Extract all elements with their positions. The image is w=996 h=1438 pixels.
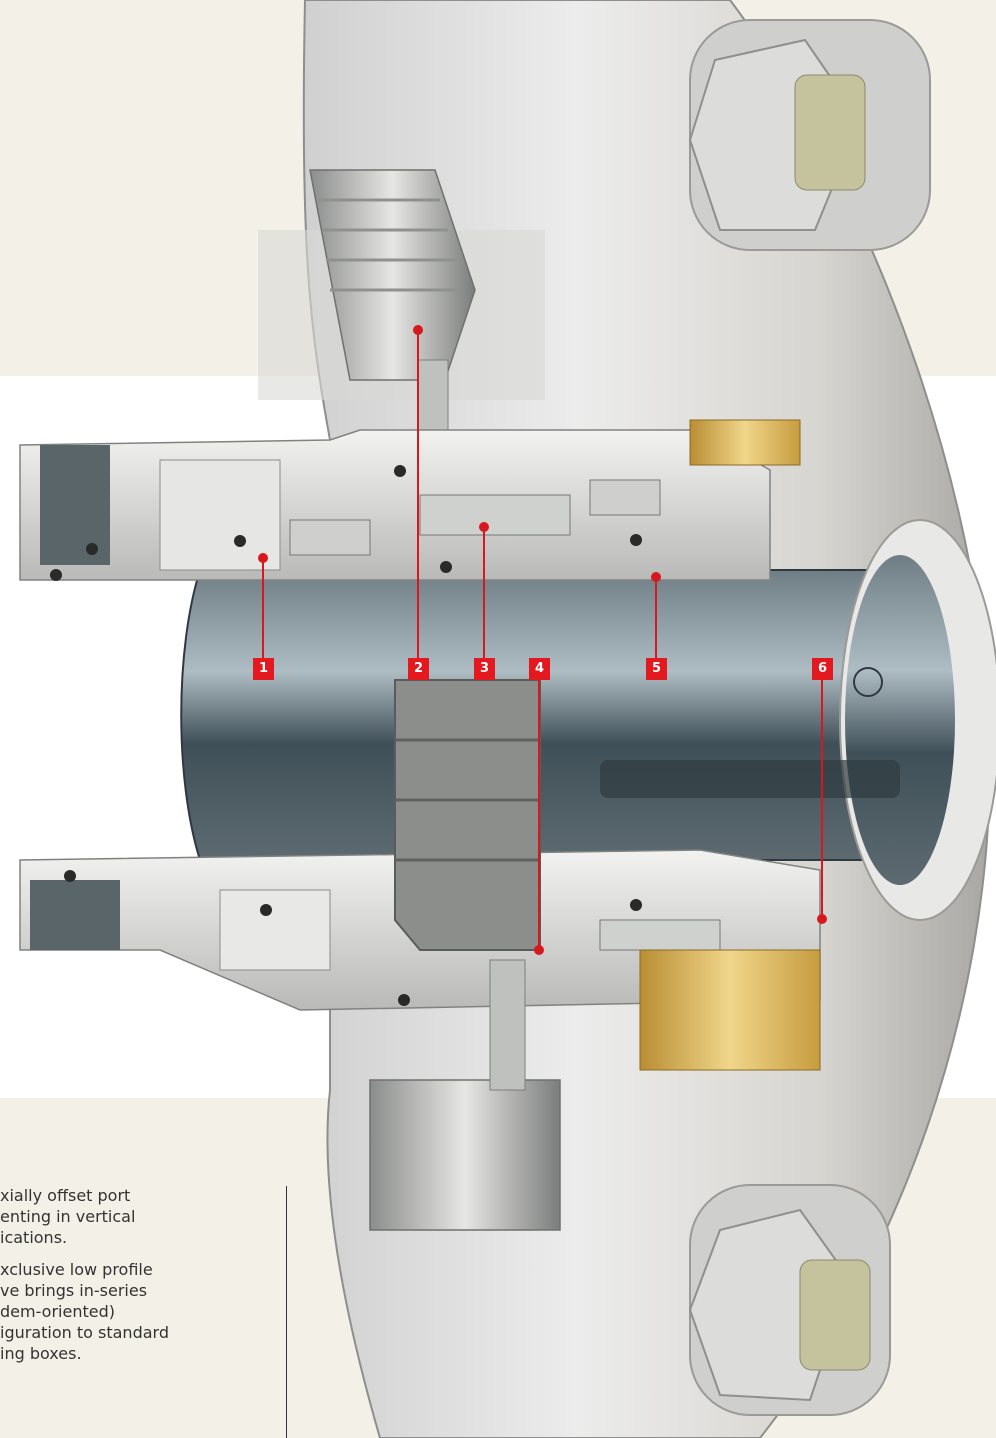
callout-2: 2 (408, 658, 429, 680)
feature-item-2-line: ing boxes. (0, 1344, 82, 1363)
feature-item-2-line: ve brings in-series (0, 1281, 148, 1300)
feature-item-2-line: dem-oriented) (0, 1302, 115, 1321)
bolt-bottom (688, 1184, 891, 1416)
bolt-top (688, 19, 931, 251)
callout-3: 3 (474, 658, 495, 680)
feature-item-1-line: xially offset port (0, 1186, 131, 1205)
feature-item-2-line: xclusive low profile (0, 1260, 153, 1279)
callout-6: 6 (812, 658, 833, 680)
callout-1: 1 (253, 658, 274, 680)
feature-item-1: xially offset port enting in vertical ic… (0, 1185, 232, 1248)
feature-item-2-line: iguration to standard (0, 1323, 169, 1342)
feature-item-1-line: enting in vertical (0, 1207, 136, 1226)
callout-5: 5 (646, 658, 667, 680)
column-divider (286, 1186, 287, 1438)
feature-item-2: xclusive low profile ve brings in-series… (0, 1259, 232, 1364)
feature-item-1-line: ications. (0, 1228, 68, 1247)
callout-4: 4 (529, 658, 550, 680)
